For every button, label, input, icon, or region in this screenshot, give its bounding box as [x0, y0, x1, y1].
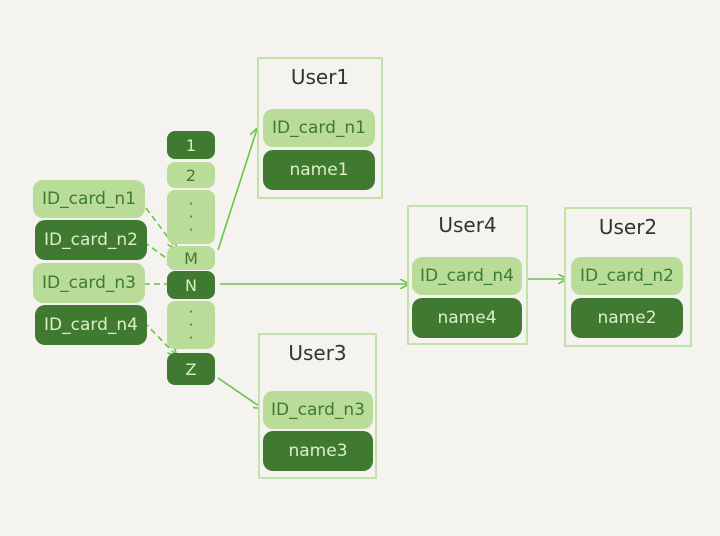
- user3-record: User3 ID_card_n3 name3: [258, 333, 377, 479]
- arrow-m-to-user1: [217, 129, 257, 251]
- hash-arrow-n4: [143, 321, 176, 355]
- bucket-n: N: [167, 271, 215, 299]
- user3-title: User3: [288, 341, 347, 365]
- user4-record: User4 ID_card_n4 name4: [407, 205, 528, 345]
- bucket-gap-upper: · · ·: [167, 190, 215, 244]
- bucket-2: 2: [167, 162, 215, 188]
- user2-record: User2 ID_card_n2 name2: [564, 207, 692, 347]
- key-id-card-n4: ID_card_n4: [35, 305, 147, 345]
- arrow-z-to-user3: [217, 377, 262, 408]
- bucket-z: Z: [167, 353, 215, 385]
- user1-name: name1: [263, 150, 375, 190]
- user4-id: ID_card_n4: [412, 257, 522, 295]
- user1-record: User1 ID_card_n1 name1: [257, 57, 383, 199]
- bucket-gap-lower: · · ·: [167, 301, 215, 349]
- user2-title: User2: [598, 215, 658, 239]
- user3-name: name3: [263, 431, 373, 471]
- ellipsis-upper: · · ·: [188, 194, 194, 239]
- user2-id: ID_card_n2: [571, 257, 683, 295]
- bucket-m: M: [167, 246, 215, 270]
- key-id-card-n1: ID_card_n1: [33, 180, 145, 218]
- key-id-card-n3: ID_card_n3: [33, 263, 145, 303]
- key-id-card-n2: ID_card_n2: [35, 220, 147, 260]
- ellipsis-lower: · · ·: [188, 302, 194, 347]
- user4-name: name4: [412, 298, 522, 338]
- user1-title: User1: [290, 65, 350, 89]
- user3-id: ID_card_n3: [263, 391, 373, 429]
- bucket-1: 1: [167, 131, 215, 159]
- user4-title: User4: [438, 213, 497, 237]
- user1-id: ID_card_n1: [263, 109, 375, 147]
- user2-name: name2: [571, 298, 683, 338]
